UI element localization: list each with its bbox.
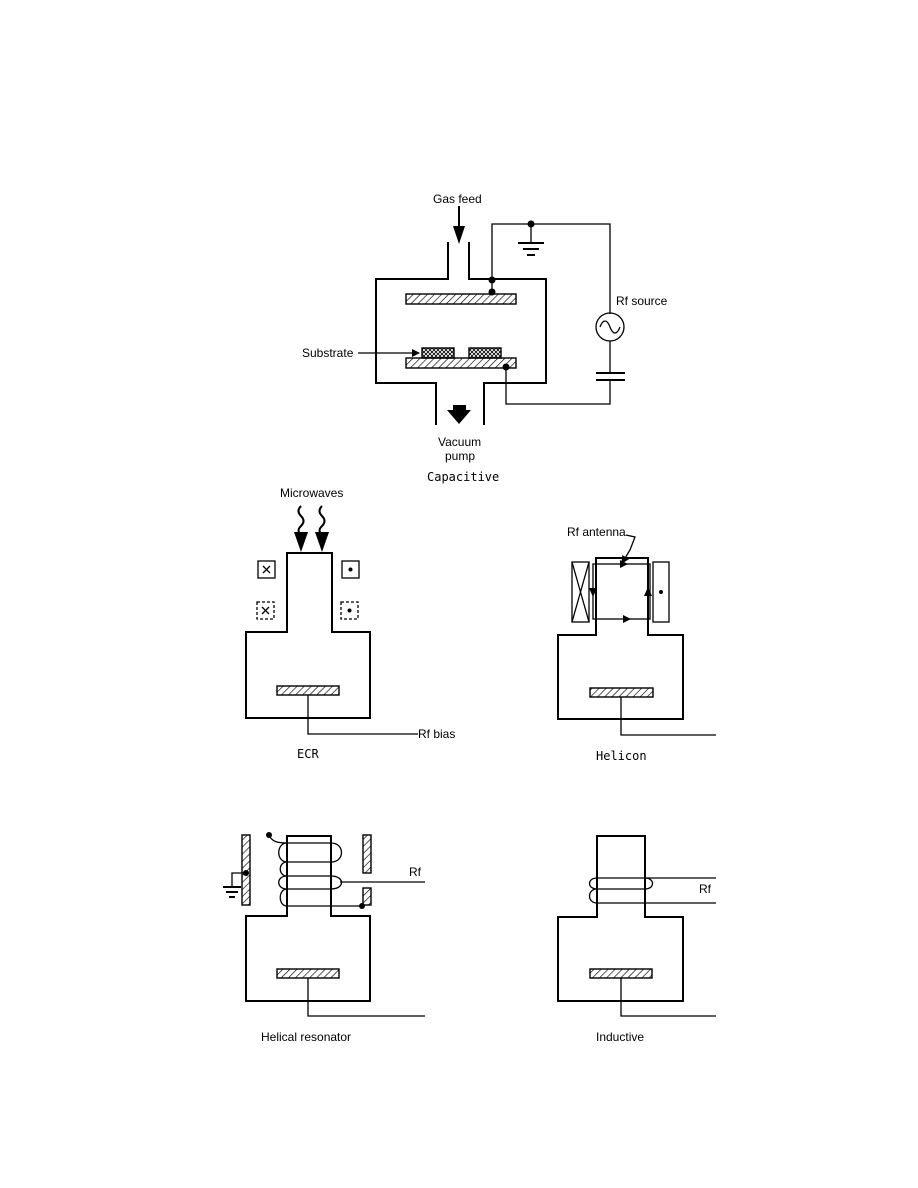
antenna-arrow-icon	[620, 560, 628, 568]
helical-bias-line	[307, 978, 425, 1017]
junction-dot	[488, 288, 496, 296]
inductive-chamber	[557, 835, 684, 1002]
capacitive-chamber	[375, 242, 547, 425]
helicon-chamber	[557, 557, 684, 720]
coil-dot-icon	[341, 560, 360, 579]
bottom-wire	[505, 368, 611, 405]
helicon-coil-dot-icon	[652, 561, 670, 623]
antenna-arrow-icon	[644, 587, 652, 596]
ecr-reactor: Microwaves Rf bia	[245, 486, 455, 761]
helicon-coil-cross-icon	[571, 561, 590, 623]
helical-substrate-holder	[276, 968, 340, 979]
inductive-substrate-holder	[589, 968, 653, 979]
coil-cross-dashed-icon	[256, 601, 275, 620]
helicon-bias-line	[620, 697, 716, 736]
ecr-chamber	[245, 552, 371, 719]
vacuum-label: Vacuum	[438, 435, 481, 449]
lower-electrode	[405, 357, 517, 369]
microwave-arrow-icon	[315, 505, 329, 552]
rf-antenna-loop	[592, 563, 651, 620]
antenna-arrow-icon	[589, 588, 597, 597]
rf-source-icon	[595, 312, 625, 342]
rf-source-label: Rf source	[616, 294, 668, 308]
helicon-caption: Helicon	[596, 749, 647, 763]
capacitive-reactor: Gas feed Rf source Substrate Vacuum pump…	[302, 192, 668, 484]
inductive-caption: Inductive	[596, 1030, 644, 1044]
upper-electrode	[405, 293, 517, 305]
inductive-bias-line	[620, 978, 716, 1017]
helicon-substrate-holder	[589, 687, 654, 698]
substrate-left	[421, 347, 455, 359]
capacitive-caption: Capacitive	[427, 470, 499, 484]
ground-icon	[518, 224, 544, 256]
helix-coil	[266, 832, 362, 907]
microwave-arrow-icon	[294, 505, 308, 552]
substrate-label: Substrate	[302, 346, 354, 360]
capacitor-icon	[596, 372, 625, 381]
ground-icon	[223, 886, 241, 898]
helical-shield-right-top	[362, 834, 372, 874]
junction-dot	[502, 363, 510, 371]
junction-dot	[359, 903, 365, 909]
antenna-arrow-icon	[623, 615, 631, 623]
ecr-substrate-holder	[276, 685, 340, 696]
helicon-reactor: Rf antenna Helicon	[557, 525, 716, 763]
helical-caption: Helical resonator	[261, 1030, 351, 1044]
helical-chamber	[245, 835, 371, 1002]
coil-cross-icon	[257, 560, 276, 579]
vacuum-pump-arrow	[447, 405, 471, 424]
top-wire	[491, 223, 611, 314]
ecr-caption: ECR	[297, 747, 319, 761]
rf-bias-label: Rf bias	[418, 727, 455, 741]
substrate-right	[468, 347, 502, 359]
coil-dot-dashed-icon	[340, 601, 359, 620]
gas-feed-label: Gas feed	[433, 192, 482, 206]
rf-bias-line	[307, 695, 418, 735]
antenna-pointer	[621, 534, 636, 564]
helical-ground-wire	[231, 872, 246, 886]
pump-label: pump	[445, 449, 475, 463]
helical-shield-right-bottom	[362, 887, 372, 906]
inductive-reactor: Rf Inductive	[557, 835, 716, 1044]
inductive-coil	[588, 877, 716, 904]
rf-antenna-label: Rf antenna	[567, 525, 626, 539]
helical-resonator-reactor: Rf Helical resonator	[223, 832, 425, 1044]
junction-dot	[243, 870, 249, 876]
gas-feed-arrow-head	[453, 226, 465, 244]
helical-rf-label: Rf	[409, 865, 422, 879]
microwaves-label: Microwaves	[280, 486, 343, 500]
junction-dot	[488, 276, 496, 284]
inductive-rf-label: Rf	[699, 882, 712, 896]
